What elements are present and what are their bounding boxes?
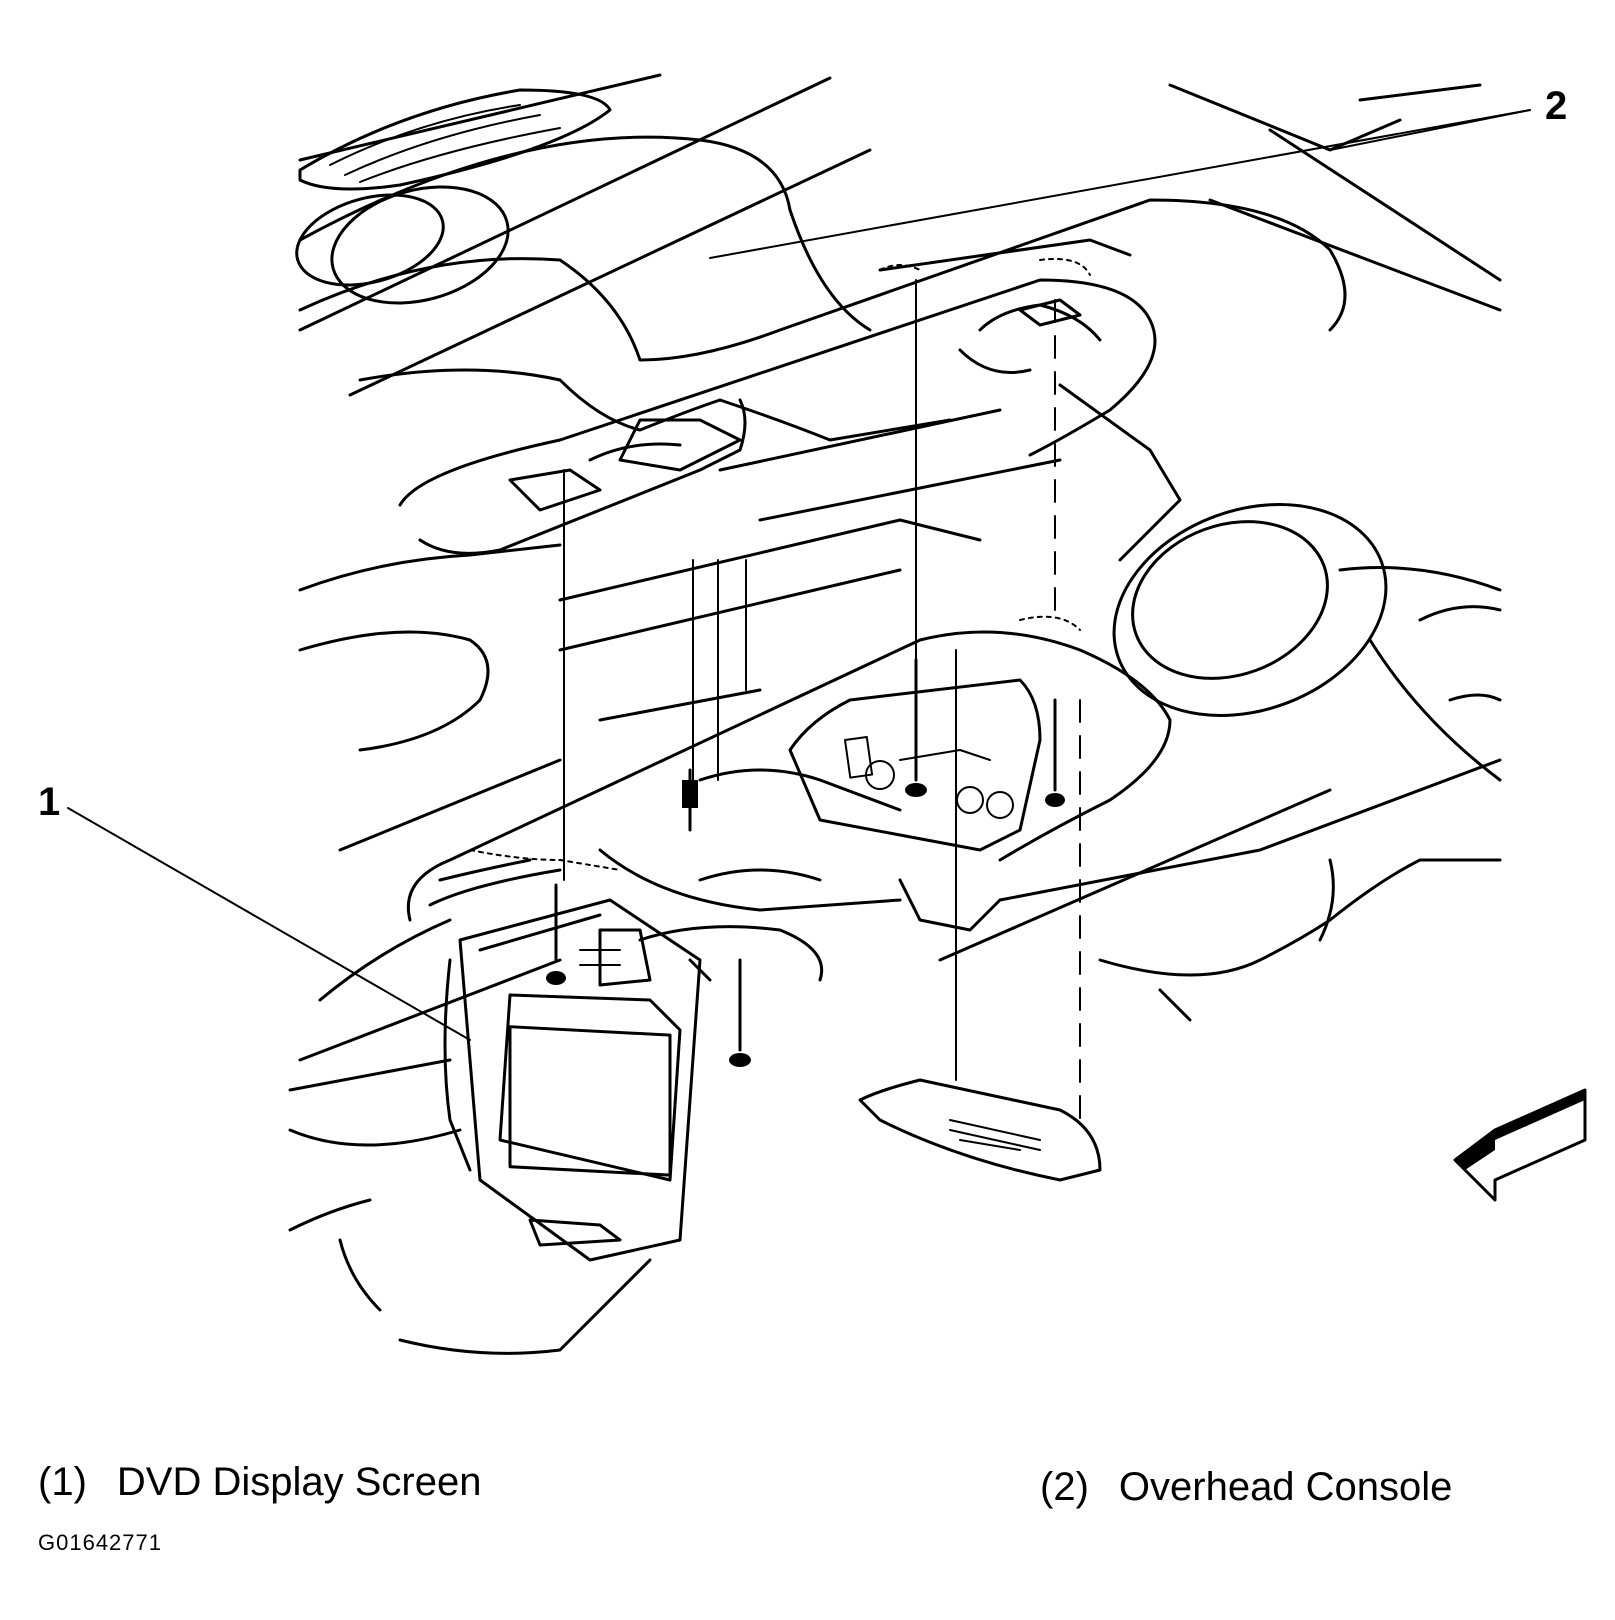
front-direction-arrow-icon (1453, 1088, 1587, 1202)
figure-id: G01642771 (38, 1530, 162, 1555)
screw-upper (905, 658, 927, 797)
legend-item-dvd-display-screen: (1) DVD Display Screen (38, 1460, 481, 1505)
alignment-lines (469, 258, 1091, 1131)
headliner-panel (298, 73, 1502, 432)
dome-lamp (298, 88, 612, 191)
legend-index: (1) (38, 1460, 87, 1504)
left-roof-vent (295, 185, 510, 305)
callout-number-1: 1 (38, 780, 61, 824)
right-roof-vents (1112, 503, 1502, 782)
exploded-view-diagram (67, 73, 1587, 1355)
screw-right (1045, 698, 1065, 807)
legend-item-overhead-console: (2) Overhead Console (1040, 1465, 1452, 1510)
legend-index: (2) (1040, 1465, 1089, 1509)
fastener-screws (546, 658, 1065, 1067)
roof-rail-panels (288, 518, 1502, 1355)
legend-label: Overhead Console (1118, 1465, 1453, 1509)
callout-number-2: 2 (1545, 84, 1568, 128)
console-rear-cover (858, 1078, 1102, 1182)
screw-center (729, 958, 751, 1067)
screw-left (546, 883, 566, 985)
legend-label: DVD Display Screen (116, 1460, 482, 1504)
screw-mid (682, 768, 698, 832)
console-trim-bezel (406, 630, 1172, 982)
overhead-console-housing (398, 238, 1182, 562)
callout-leaders (67, 109, 1531, 1041)
dvd-display-screen (443, 898, 712, 1262)
